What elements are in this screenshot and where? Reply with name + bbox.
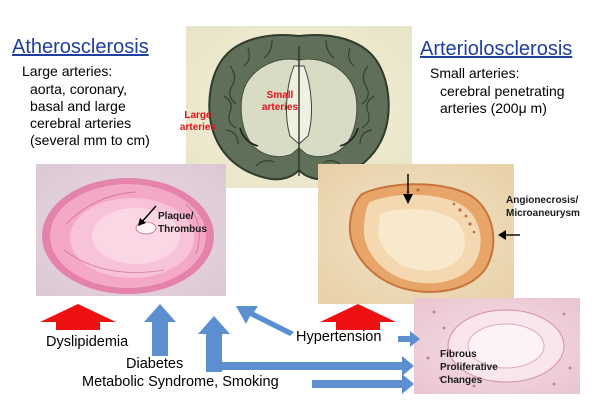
hypertension-right-arrow xyxy=(398,331,420,347)
plaque-pointer-arrow xyxy=(138,205,157,226)
large-arteries-label: Large arteries xyxy=(179,110,217,133)
metabolic-up-arrow xyxy=(198,316,230,372)
hypertension-diagonal-arrow xyxy=(236,306,294,336)
angionecrosis-label: Angionecrosis/ Microaneurysm xyxy=(506,195,580,219)
diabetes-label: Diabetes xyxy=(126,356,184,372)
angionecrosis-histology-image xyxy=(318,164,514,304)
metabolic-right-arrow xyxy=(312,374,414,394)
arteriolosclerosis-title: Arteriolosclerosis xyxy=(420,38,573,60)
hypertension-label: Hypertension xyxy=(296,329,382,345)
plaque-thrombus-label: Plaque/ Thrombus xyxy=(158,211,207,235)
angionecrosis-pointer-arrow xyxy=(403,174,413,204)
fibrous-changes-label: Fibrous Proliferative Changes xyxy=(440,349,498,386)
description-line: (several mm to cm) xyxy=(30,132,150,148)
fibrous-histology-image xyxy=(414,298,580,394)
dyslipidemia-up-arrow xyxy=(40,304,116,330)
small-arteries-label: Small arteries xyxy=(261,90,299,113)
atherosclerosis-title: Atherosclerosis xyxy=(12,36,149,58)
metabolic-syndrome-label: Metabolic Syndrome, Smoking xyxy=(82,374,279,390)
diabetes-right-arrow xyxy=(220,356,414,376)
description-line: cerebral penetrating xyxy=(440,83,565,99)
description-line: arteries (200μ m) xyxy=(440,100,547,116)
description-line: aorta, coronary, xyxy=(30,81,128,97)
atherosclerosis-subtitle: Large arteries: xyxy=(22,63,113,79)
atherosclerosis-description: aorta, coronary, basal and large cerebra… xyxy=(30,81,150,149)
atheroma-histology-image xyxy=(36,164,226,296)
diabetes-up-arrow xyxy=(144,304,176,356)
description-line: basal and large xyxy=(30,98,126,114)
hypertension-up-arrow xyxy=(320,304,396,330)
arteriolosclerosis-subtitle: Small arteries: xyxy=(430,65,520,81)
dyslipidemia-label: Dyslipidemia xyxy=(46,334,129,350)
brain-section-image xyxy=(186,26,412,188)
arteriolosclerosis-description: cerebral penetrating arteries (200μ m) xyxy=(440,83,565,117)
description-line: cerebral arteries xyxy=(30,115,132,131)
microaneurysm-pointer-arrow xyxy=(498,230,520,240)
